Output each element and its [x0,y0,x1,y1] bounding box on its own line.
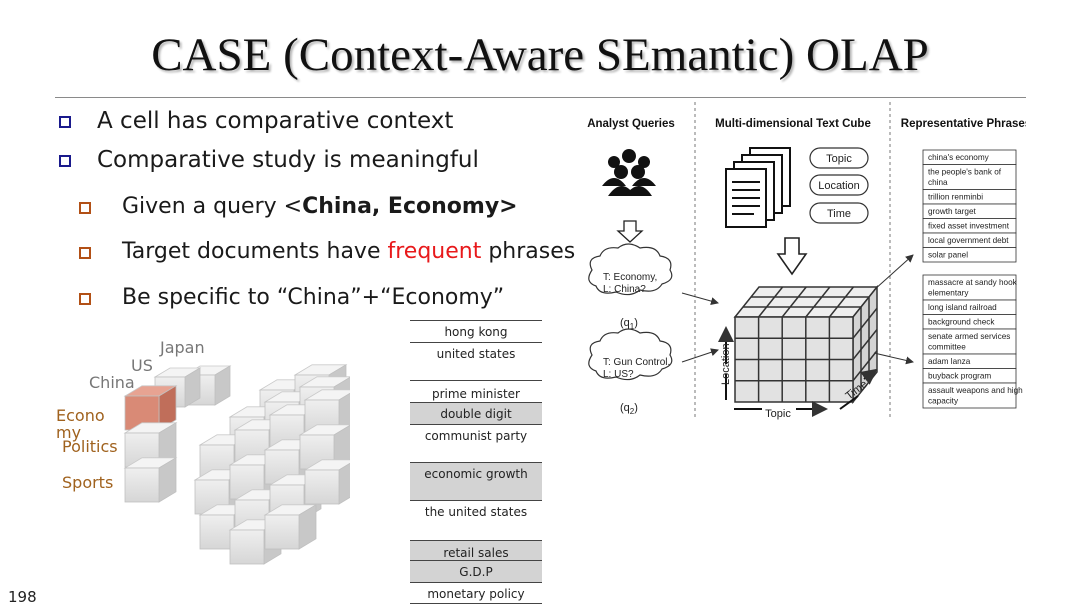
header-text-cube: Multi-dimensional Text Cube [715,118,871,130]
row-label-economy-wrap: my [56,423,82,442]
table-row: G.D.P [410,560,542,582]
phrase-item: china's economy [922,149,1017,165]
phrase-item: solar panel [922,247,1017,263]
table-row: hong kong [410,320,542,342]
target-frequent: frequent [387,239,482,264]
phrase-item: background check [922,314,1017,330]
table-row: united states [410,342,542,380]
diagram-canvas: Analyst Queries Multi-dimensional Text C… [587,102,1031,420]
query1-line1: T: Economy, [603,272,657,283]
bullet-marker-icon [59,116,71,128]
query2-label: (q2) [620,402,638,416]
sub-bullet-query: Given a query <China, Economy> [122,194,518,219]
sub-bullet-marker-icon [79,247,91,259]
phrase-list-1: china's economy the people's bank ofchina… [922,149,1017,263]
row-label-politics: Politics [62,437,118,456]
data-cube [263,504,318,550]
query2-line1: T: Gun Control, [603,357,670,368]
header-representative-phrases: Representative Phrases [901,118,1026,130]
phrase-text: background check [928,318,995,327]
svg-text:Time: Time [827,208,851,220]
row-label-sports: Sports [62,473,114,492]
svg-text:Location: Location [818,180,860,192]
phrase-text: senate armed services [928,332,1010,341]
phrase-item: fixed asset investment [922,218,1017,234]
phrase-text: trillion renminbi [928,193,983,202]
phrase-text: assault weapons and high [928,386,1023,395]
data-cube [303,459,350,505]
down-arrow-icon [776,237,808,276]
query2-line2: L: US? [603,369,634,380]
query1-label: (q1) [620,317,638,331]
page-number: 198 [8,588,37,606]
table-row: double digit [410,402,542,424]
target-post: phrases [481,239,576,264]
bullet-cell-context: A cell has comparative context [97,108,454,134]
phrase-text: buyback program [928,372,991,381]
phrase-item: growth target [922,203,1017,219]
phrase-item: assault weapons and high capacity [922,382,1023,409]
phrase-item: trillion renminbi [922,189,1017,205]
text-cube-diagram: Analyst Queries Multi-dimensional Text C… [578,100,1031,607]
slide-title: CASE (Context-Aware SEmantic) OLAP [151,29,929,81]
analyst-group-icon [602,149,656,196]
phrase-text: massacre at sandy hook [928,278,1018,287]
phrase-item: massacre at sandy hook elementary [922,274,1018,301]
column-label-china: China [89,373,135,392]
phrase-item: senate armed services committee [922,328,1017,355]
table-row: retail sales [410,540,542,560]
target-pre: Target documents have [122,239,388,264]
phrase-text: fixed asset investment [928,222,1010,231]
axis-label-topic: Topic [765,408,791,420]
phrase-list-2: massacre at sandy hook elementary long isl… [922,274,1023,409]
table-row: communist party [410,424,542,462]
query1-line2: L: China? [603,284,646,295]
phrase-table: hong kong united states prime minister d… [410,320,542,604]
header-analyst-queries: Analyst Queries [587,118,675,130]
table-row: prime minister [410,380,542,402]
down-arrow-icon [616,220,644,243]
phrase-text: local government debt [928,236,1009,245]
phrase-text: capacity [928,397,959,406]
table-row: the united states [410,500,542,540]
svg-text:Topic: Topic [826,153,852,165]
olap-cube-illustration [123,364,350,565]
phrase-text: china's economy [928,153,990,162]
title-divider [55,97,1026,98]
query-cloud-1 [588,243,673,296]
phrase-item: adam lanza [922,353,1017,369]
phrase-item: long island railroad [922,299,1017,315]
topic-pill [809,147,869,169]
column-label-japan: Japan [160,338,205,357]
phrase-item: buyback program [922,368,1017,384]
phrase-text: the people's bank of [928,168,1002,177]
phrase-item: local government debt [922,232,1017,248]
bullet-marker-icon [59,155,71,167]
sub-bullet-marker-icon [79,202,91,214]
phrase-text: china [928,178,948,187]
phrase-text: solar panel [928,251,968,260]
query-cloud-2 [588,328,673,381]
phrase-text: adam lanza [928,357,971,366]
data-cube [123,457,178,503]
phrase-text: long island railroad [928,303,997,312]
location-pill [809,174,869,196]
row-label-economy: Econo [56,406,105,425]
phrase-text: committee [928,343,966,352]
document-stack-icon [725,147,791,228]
axis-label-location: Location [720,343,732,385]
bullet-comparative-study: Comparative study is meaningful [97,147,479,173]
query-bold: China, Economy> [302,194,518,219]
column-label-us: US [131,356,153,375]
table-row: economic growth [410,462,542,500]
phrase-text: growth target [928,207,977,216]
sub-bullet-target: Target documents have frequent phrases [122,239,575,264]
query-prefix: Given a query < [122,194,303,219]
sub-bullet-marker-icon [79,293,91,305]
time-pill [809,202,869,224]
phrase-text: elementary [928,289,969,298]
sub-bullet-specific: Be specific to “China”+“Economy” [122,285,505,310]
table-row: monetary policy [410,582,542,604]
